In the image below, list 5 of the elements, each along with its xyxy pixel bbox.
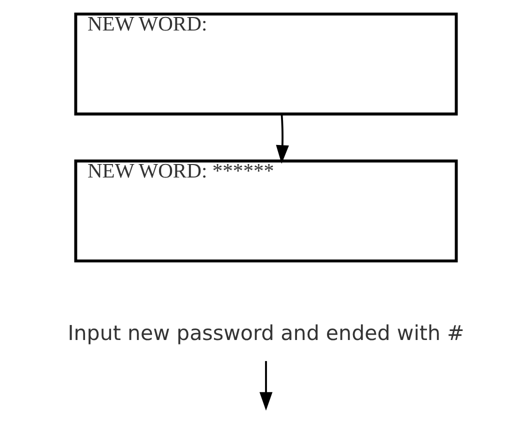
arrow — [275, 114, 288, 164]
arrow — [259, 361, 272, 411]
node-box: NEW WORD: — [74, 12, 458, 116]
node-box: NEW WORD: ****** — [74, 160, 458, 262]
node-text: Input new password and ended with # — [67, 320, 464, 345]
